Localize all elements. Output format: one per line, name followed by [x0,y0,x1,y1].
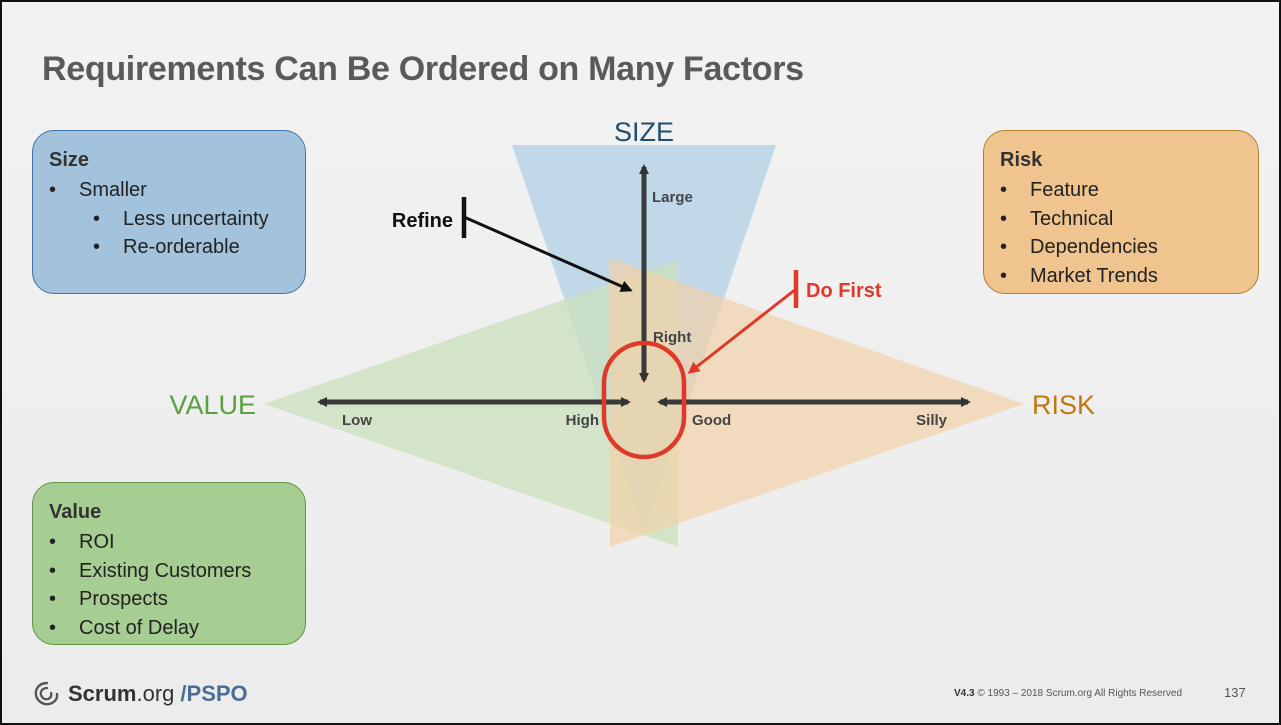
label-good: Good [692,412,731,429]
value-factors-panel: Value •ROI •Existing Customers •Prospect… [32,482,306,645]
do-first-target [601,340,687,460]
label-high: High [566,412,599,429]
label-do-first: Do First [806,280,882,302]
do-first-arrow [687,287,797,374]
risk-factor-list: •Feature •Technical •Dependencies •Marke… [1000,176,1242,290]
risk-axis-title: RISK [1032,390,1095,420]
list-item: •Existing Customers [49,559,252,582]
size-factor-list: •Smaller •Less uncertainty •Re-orderable [49,176,289,262]
list-item: •Dependencies [1000,236,1158,258]
risk-factors-panel: Risk •Feature •Technical •Dependencies •… [983,130,1259,294]
copyright-text: © 1993 – 2018 Scrum.org All Rights Reser… [977,688,1183,699]
value-factor-list: •ROI •Existing Customers •Prospects •Cos… [49,528,289,642]
version-label: V4.3 [954,688,975,699]
label-refine: Refine [392,210,453,232]
list-item: •Technical [1000,207,1114,230]
scrum-swirl-icon [34,681,59,706]
list-item: •Market Trends [1000,264,1158,287]
label-right: Right [653,329,691,346]
list-item: •Feature [1000,179,1099,201]
label-silly: Silly [916,412,948,429]
brand-name: Scrum.org [68,681,175,706]
list-item: •ROI [49,531,115,553]
size-axis-title: SIZE [614,117,674,147]
page-title: Requirements Can Be Ordered on Many Fact… [42,50,804,88]
size-factors-panel: Size •Smaller •Less uncertainty •Re-orde… [32,130,306,294]
list-item: •Prospects [49,588,168,610]
label-large: Large [652,189,693,206]
value-panel-heading: Value [49,501,102,523]
risk-panel-heading: Risk [1000,149,1043,171]
list-item: •Re-orderable [93,236,240,258]
value-axis-title: VALUE [169,390,256,420]
product-name: /PSPO [180,681,248,706]
refine-arrow [463,215,633,292]
list-item: •Less uncertainty [93,207,269,230]
list-item: •Smaller [49,179,147,201]
label-low: Low [342,412,372,429]
size-panel-heading: Size [49,149,90,171]
list-item: •Cost of Delay [49,616,200,639]
copyright-notice: V4.3 © 1993 – 2018 Scrum.org All Rights … [954,688,1182,699]
page-number: 137 [1224,685,1246,700]
scrum-org-logo: Scrum.org/PSPO [32,680,248,708]
